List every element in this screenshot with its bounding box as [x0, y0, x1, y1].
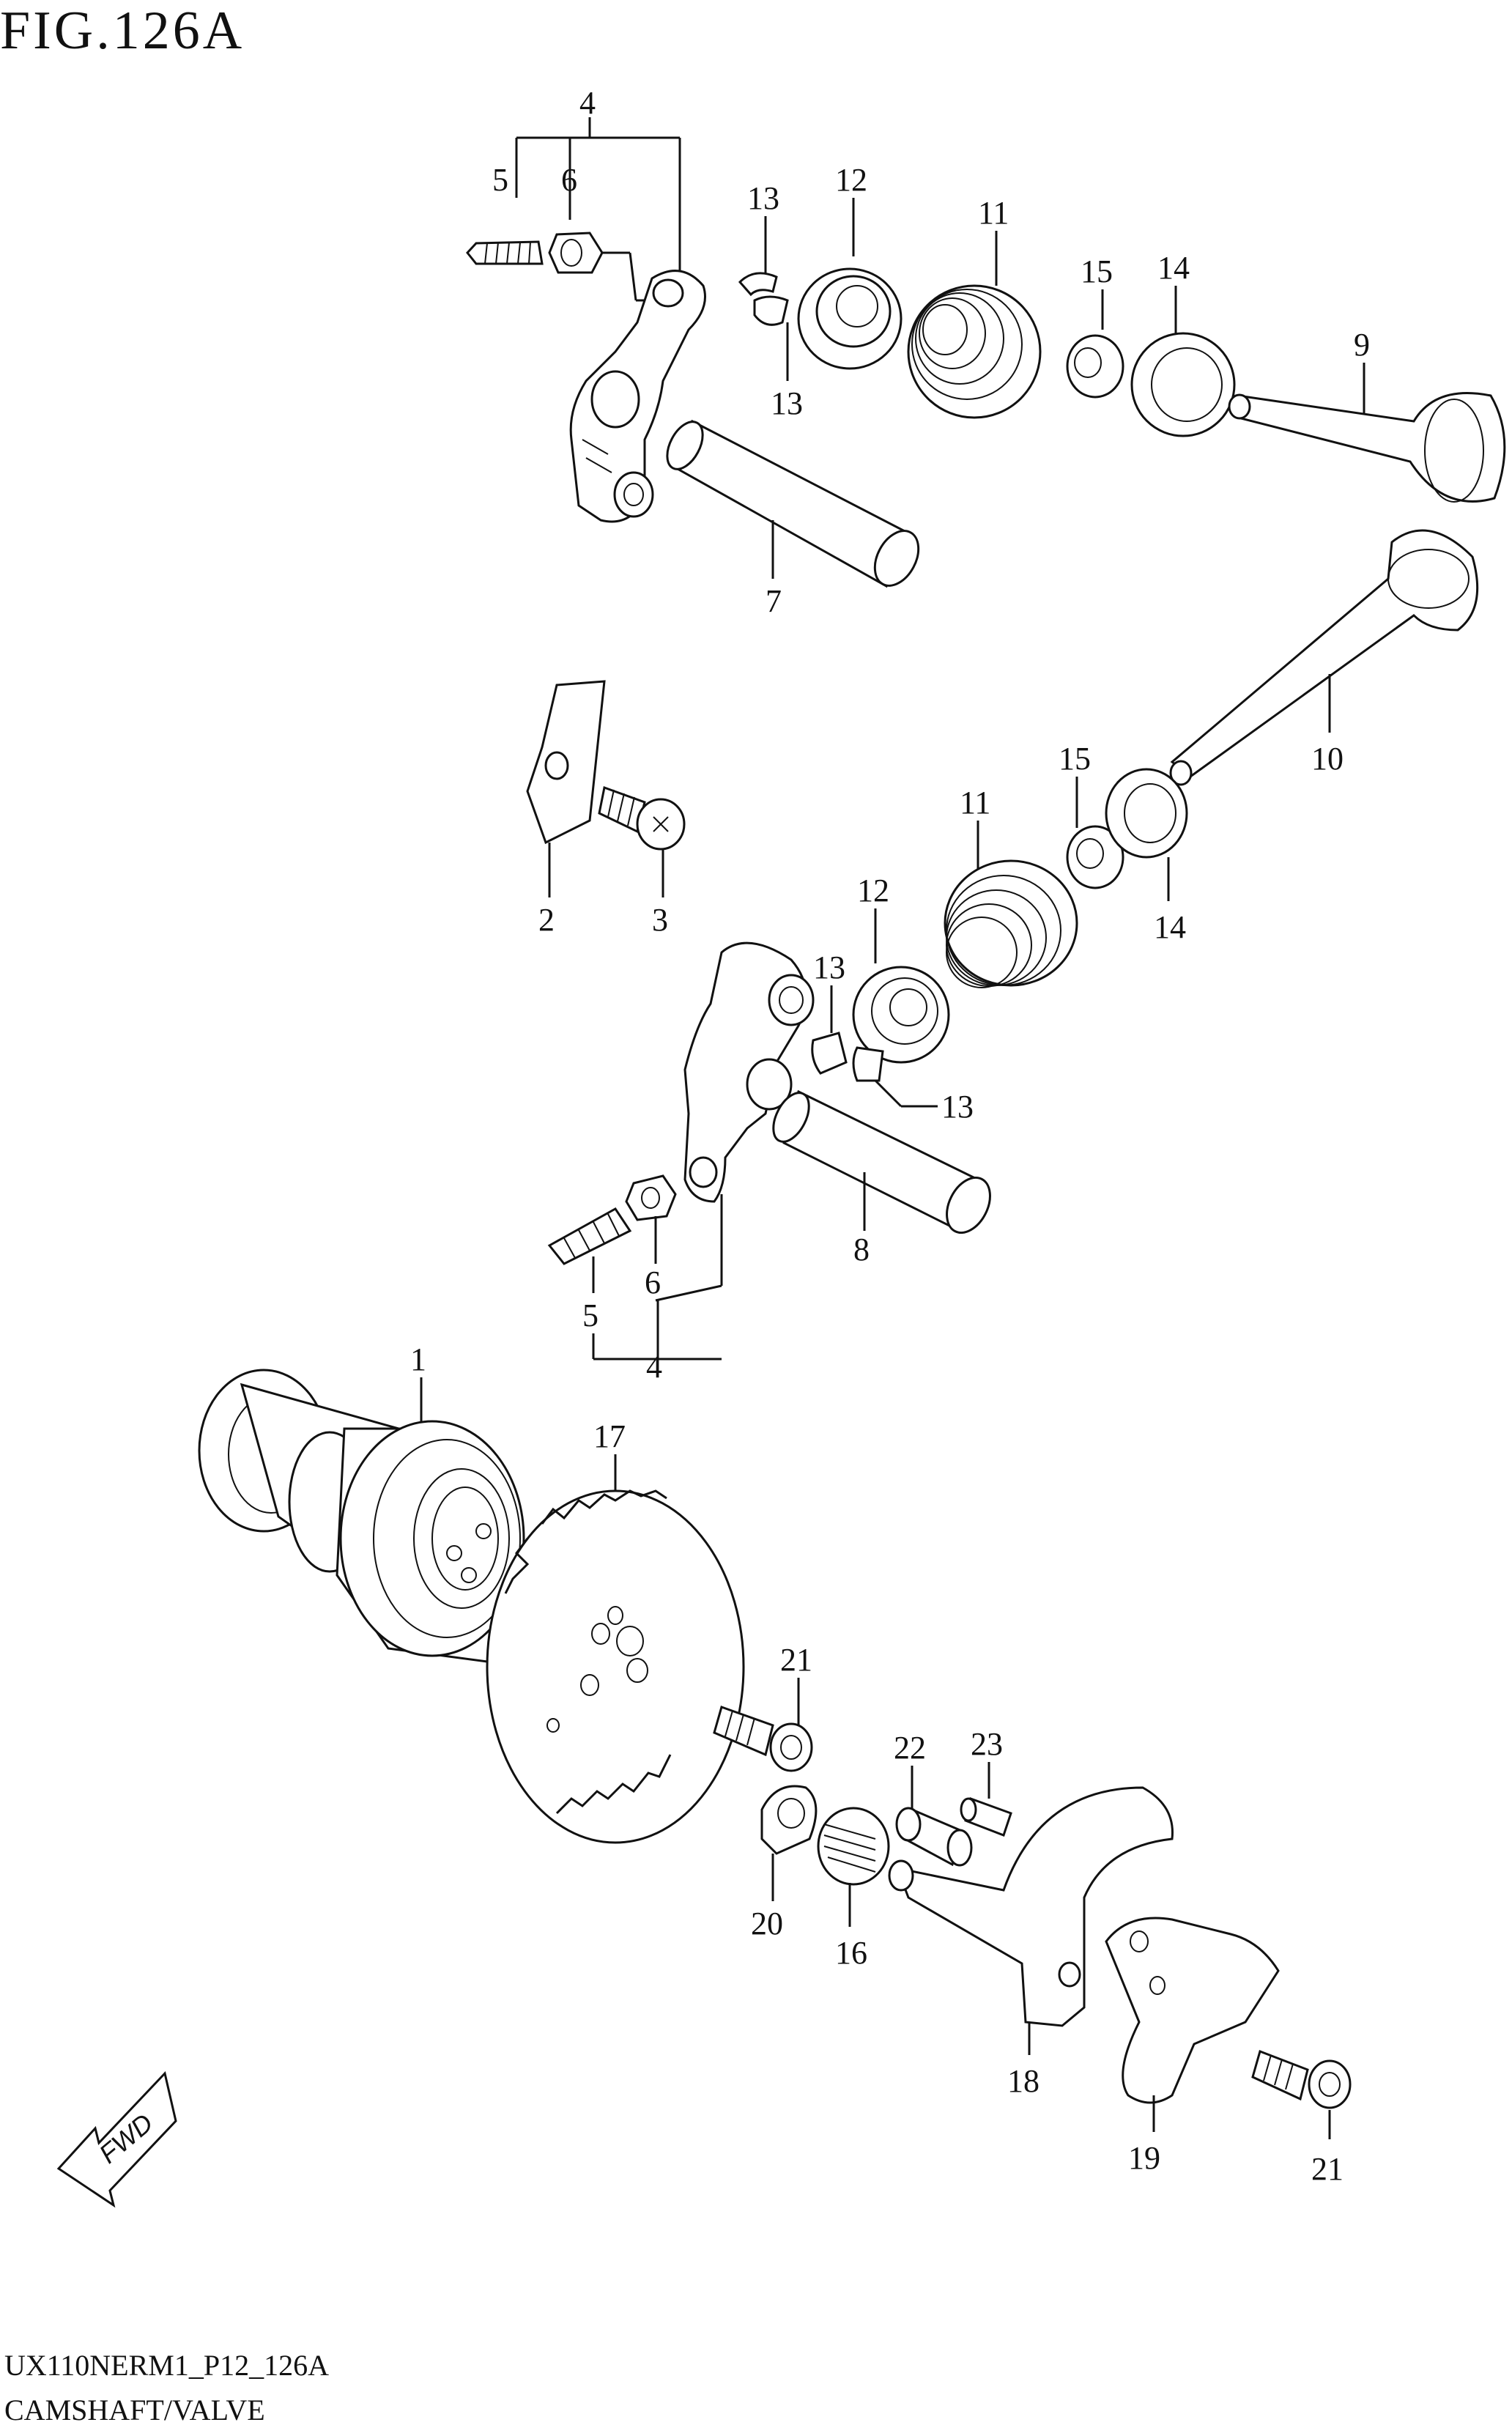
- callout-14-mid: 14: [1154, 909, 1186, 945]
- footer-code: UX110NERM1_P12_126A: [4, 2349, 329, 2382]
- callout-4-top-bracket: [515, 117, 681, 271]
- adjusting-screw-top: [466, 240, 544, 265]
- callout-17: 17: [593, 1418, 626, 1454]
- callout-6-mid: 6: [645, 1265, 661, 1300]
- callout-19: 19: [1128, 2140, 1160, 2176]
- rocker-arm-mid: [683, 941, 815, 1203]
- callout-12-mid: 12: [857, 873, 889, 908]
- lock-nut-top: [548, 232, 663, 302]
- callout-13-mid-b: 13: [941, 1089, 974, 1125]
- camshaft-sprocket-17: [486, 1489, 745, 1844]
- rocker-shaft-7: [666, 419, 920, 588]
- callout-1: 1: [410, 1341, 426, 1377]
- adjusting-screw-mid: [547, 1207, 632, 1265]
- callout-11-top: 11: [978, 195, 1009, 231]
- callout-15-mid: 15: [1059, 741, 1091, 777]
- callout-10: 10: [1311, 741, 1344, 777]
- callout-3: 3: [652, 902, 668, 938]
- footer-name: CAMSHAFT/VALVE: [4, 2394, 265, 2426]
- valve-cotter-mid: [811, 1032, 884, 1082]
- stem-seal-mid: [1066, 825, 1124, 889]
- valve-spring-top: [907, 284, 1042, 419]
- spring-seat-top: [1130, 332, 1236, 437]
- spring-seat-mid: [1105, 768, 1188, 859]
- bolt-3: [598, 785, 686, 851]
- callout-4-mid: 4: [646, 1349, 662, 1385]
- callout-12-top: 12: [835, 162, 867, 198]
- callout-6-top: 6: [561, 162, 577, 198]
- callout-22: 22: [894, 1730, 926, 1766]
- sprocket-bolt-21: [713, 1706, 813, 1772]
- callout-4-top: 4: [579, 85, 596, 121]
- callout-15-top: 15: [1081, 253, 1113, 289]
- decomp-weight-20: [760, 1785, 818, 1855]
- callout-23: 23: [971, 1726, 1003, 1762]
- callout-4-mid-bracket: [592, 1194, 723, 1360]
- callout-20: 20: [751, 1906, 783, 1941]
- callout-16: 16: [835, 1935, 867, 1971]
- decomp-shaft-18: [888, 1786, 1174, 2027]
- callout-7: 7: [766, 583, 782, 619]
- bracket-plate-2: [526, 680, 606, 845]
- rocker-shaft-8: [772, 1089, 991, 1234]
- exhaust-valve-9: [1228, 392, 1506, 503]
- callout-18: 18: [1007, 2063, 1040, 2099]
- stem-seal-top: [1066, 334, 1124, 399]
- spring-retainer-mid: [852, 966, 950, 1064]
- callout-13-top-b: 13: [771, 385, 803, 421]
- valve-spring-mid: [944, 859, 1078, 988]
- callout-21-b: 21: [1311, 2151, 1344, 2187]
- callout-14-top: 14: [1157, 250, 1190, 286]
- figure-title: FIG.126A: [0, 1, 245, 61]
- callout-5-top: 5: [492, 162, 508, 198]
- callout-11-mid: 11: [960, 785, 990, 821]
- pin-22: [895, 1807, 973, 1867]
- callout-13-top-a: 13: [747, 180, 779, 216]
- callout-5-mid: 5: [582, 1297, 598, 1333]
- callout-13-mid-a: 13: [813, 949, 845, 985]
- intake-valve-10: [1169, 529, 1479, 786]
- spring-retainer-top: [797, 267, 903, 370]
- forward-arrow-icon: FWD: [56, 2070, 177, 2208]
- camshaft-1: [198, 1369, 525, 1665]
- valve-cotter-top: [738, 272, 789, 326]
- pin-23: [960, 1797, 1012, 1837]
- callout-2: 2: [538, 902, 555, 938]
- return-spring-16: [817, 1807, 890, 1886]
- callout-21-a: 21: [780, 1642, 812, 1678]
- lock-nut-mid: [625, 1174, 677, 1221]
- rocker-arm-top: [569, 270, 706, 523]
- cam-bolt-21: [1251, 2050, 1352, 2109]
- decomp-cam-19: [1105, 1917, 1280, 2104]
- callout-9: 9: [1354, 327, 1370, 363]
- callout-8: 8: [853, 1232, 870, 1267]
